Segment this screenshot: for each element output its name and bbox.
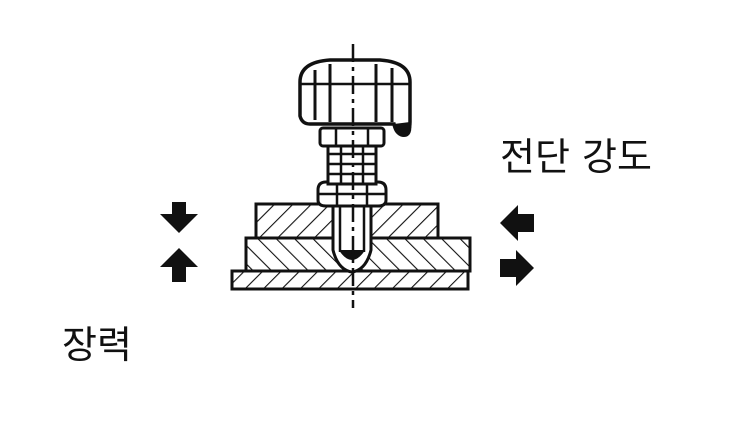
arrow-down-icon — [160, 202, 198, 233]
shear-strength-label: 전단 강도 — [500, 135, 652, 179]
clamping-force-label: 장력 — [62, 323, 132, 367]
arrow-right-icon — [500, 250, 534, 286]
hex-nut — [316, 180, 388, 208]
arrow-left-icon — [500, 205, 534, 241]
arrow-up-icon — [160, 248, 198, 282]
knob-icon — [298, 58, 412, 138]
base-plate — [230, 269, 470, 291]
